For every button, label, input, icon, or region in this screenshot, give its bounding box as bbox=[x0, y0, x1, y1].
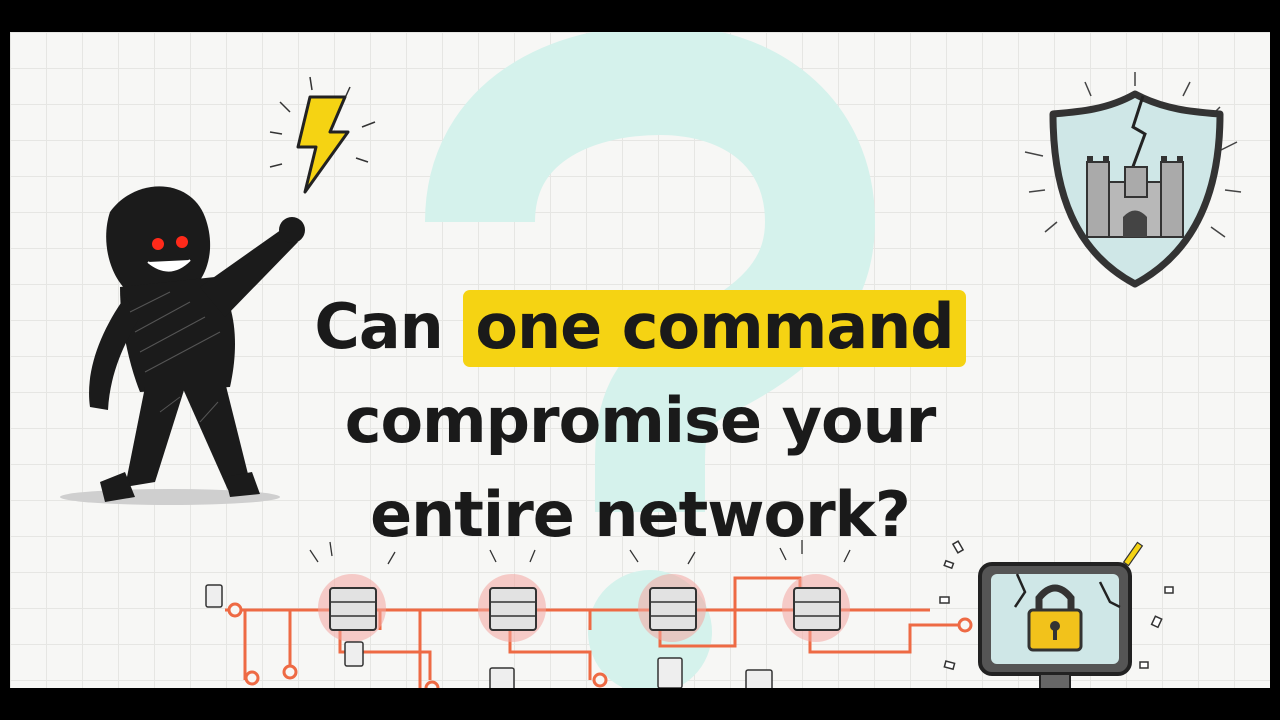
headline-plain: Can bbox=[314, 290, 443, 363]
cracked-monitor-icon bbox=[939, 540, 1174, 688]
headline-line-2: compromise your bbox=[344, 384, 937, 457]
castle-icon bbox=[1086, 156, 1184, 238]
network-diagram bbox=[205, 540, 973, 688]
headline-highlight: one command bbox=[463, 290, 966, 367]
headline: Can one command compromise your entire n… bbox=[190, 280, 1090, 562]
lightning-bolt-icon bbox=[269, 76, 376, 194]
padlock-icon bbox=[1027, 584, 1083, 652]
slide-canvas: Can one command compromise your entire n… bbox=[10, 32, 1270, 688]
server-icon bbox=[329, 587, 841, 631]
headline-line-1: Can one command bbox=[190, 280, 1090, 374]
hacker-figure bbox=[60, 186, 305, 505]
headline-line-3: entire network? bbox=[370, 478, 911, 551]
cracked-shield-icon bbox=[1024, 72, 1242, 288]
